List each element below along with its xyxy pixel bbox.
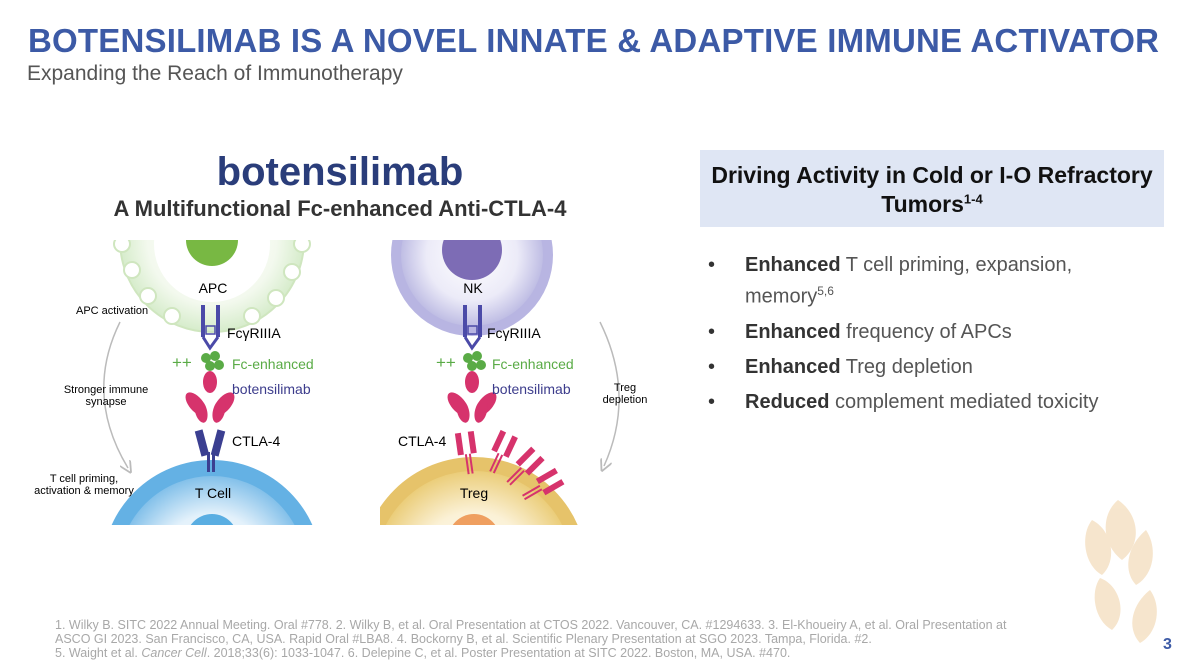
- list-item: • Reduced complement mediated toxicity: [708, 389, 1108, 415]
- bullet-keyword: Enhanced: [745, 320, 841, 343]
- fc-receptor-label-left: FcγRIIIA: [227, 325, 281, 341]
- callout-title-text: Tumors: [881, 191, 964, 217]
- t-cell-label: T Cell: [195, 485, 231, 501]
- apc-label: APC: [199, 280, 228, 296]
- references: 1. Wilky B. SITC 2022 Annual Meeting. Or…: [55, 618, 1115, 660]
- treg-depletion-label-2: depletion: [603, 394, 648, 406]
- callout-title-line2: Tumors1-4: [700, 191, 1164, 218]
- fc-receptor-left: [201, 305, 220, 351]
- slide-title: BOTENSILIMAB IS A NOVEL INNATE & ADAPTIV…: [28, 22, 1160, 59]
- fc-enhanced-label-right: Fc-enhanced: [492, 356, 574, 372]
- t-cell-priming-label-2: activation & memory: [34, 485, 134, 497]
- callout-title-line1: Driving Activity in Cold or I-O Refracto…: [711, 162, 1153, 188]
- reference-line-3-post: . 2018;33(6): 1033-1047. 6. Delepine C, …: [206, 646, 791, 660]
- antibody-icon: [185, 371, 235, 423]
- fc-enhanced-beads-left: [201, 351, 224, 371]
- reference-line-3-pre: 5. Waight et al.: [55, 646, 142, 660]
- ctla4-label-right: CTLA-4: [398, 433, 446, 449]
- fc-receptor-label-right: FcγRIIIA: [487, 325, 541, 341]
- bullet-icon: •: [708, 355, 716, 378]
- treg-label: Treg: [460, 485, 488, 501]
- slide-subtitle: Expanding the Reach of Immunotherapy: [27, 62, 403, 85]
- list-item: • Enhanced Treg depletion: [708, 354, 1108, 380]
- treg-cell-icon: [380, 457, 578, 525]
- t-cell-priming-label-1: T cell priming,: [50, 473, 118, 485]
- bullet-text: Treg depletion: [840, 355, 973, 378]
- drug-label-right: botensilimab: [492, 381, 571, 397]
- plus-marks-right: ++: [436, 353, 456, 372]
- bullet-keyword: Enhanced: [745, 254, 841, 276]
- antibody-icon: [447, 371, 497, 423]
- right-panel: NK Treg FcγRIIIA ++ Fc-enhanced botensil…: [380, 240, 648, 525]
- bullet-text: frequency of APCs: [840, 320, 1012, 343]
- page-number: 3: [1163, 636, 1172, 653]
- bullet-text: complement mediated toxicity: [829, 390, 1099, 413]
- process-arrow-left: [103, 321, 128, 468]
- callout-citation: 1-4: [963, 191, 983, 207]
- reference-line-1: 1. Wilky B. SITC 2022 Annual Meeting. Or…: [55, 618, 1007, 632]
- apc-cell-icon: [113, 240, 311, 333]
- nk-cell-icon: [391, 240, 553, 336]
- ctla4-receptor-left: [194, 429, 226, 472]
- list-item: • Enhanced frequency of APCs: [708, 319, 1108, 345]
- list-item: • Enhanced T cell priming, expansion, me…: [708, 252, 1108, 310]
- reference-line-3: 5. Waight et al. Cancer Cell. 2018;33(6)…: [55, 646, 1115, 660]
- process-arrow-right: [599, 321, 620, 466]
- bullet-text: T cell priming, expansion, memory: [745, 254, 1073, 308]
- bullet-icon: •: [708, 390, 716, 413]
- bullet-keyword: Enhanced: [745, 355, 841, 378]
- bullet-icon: •: [708, 254, 716, 276]
- immune-synapse-label-1: Stronger immune: [64, 384, 148, 396]
- fc-enhanced-beads-right: [463, 351, 486, 371]
- callout-box: Driving Activity in Cold or I-O Refracto…: [700, 150, 1164, 227]
- bullet-icon: •: [708, 320, 716, 343]
- ctla4-receptors-right: [454, 429, 565, 501]
- figure-subtitle: A Multifunctional Fc-enhanced Anti-CTLA-…: [113, 196, 567, 221]
- reference-line-2: ASCO GI 2023. San Francisco, CA, USA. Ra…: [55, 632, 872, 646]
- bullet-keyword: Reduced: [745, 390, 830, 413]
- fc-enhanced-label-left: Fc-enhanced: [232, 356, 314, 372]
- apc-activation-label: APC activation: [76, 305, 148, 317]
- immune-synapse-label-2: synapse: [86, 396, 127, 408]
- bullet-list: • Enhanced T cell priming, expansion, me…: [708, 252, 1108, 424]
- plus-marks-left: ++: [172, 353, 192, 372]
- figure-title: botensilimab: [216, 150, 464, 194]
- left-panel: APC T Cell FcγRIIIA ++ Fc-enhanced boten…: [34, 240, 314, 525]
- drug-label-left: botensilimab: [232, 381, 311, 397]
- nk-label: NK: [463, 280, 483, 296]
- treg-depletion-label-1: Treg: [614, 382, 636, 394]
- wheat-logo-icon: [1085, 500, 1157, 643]
- reference-journal: Cancer Cell: [141, 646, 207, 660]
- bullet-citation: 5,6: [817, 284, 834, 298]
- ctla4-label-left: CTLA-4: [232, 433, 280, 449]
- fc-receptor-right: [463, 305, 482, 351]
